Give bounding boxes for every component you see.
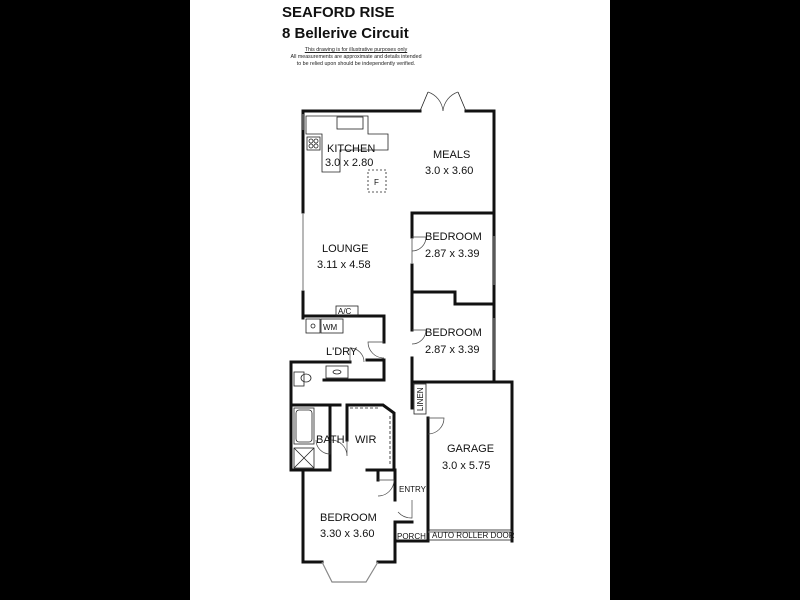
room-label-bedroom-3: BEDROOM	[425, 327, 482, 339]
disclaimer-line-3: to be relied upon should be independentl…	[296, 61, 416, 67]
french-doors	[419, 91, 467, 112]
room-label-laundry: L'DRY	[326, 346, 358, 358]
room-label-lounge: LOUNGE	[322, 243, 368, 255]
linen-cupboard	[413, 383, 427, 415]
roller-door-label: AUTO ROLLER DOOR	[432, 531, 515, 540]
entry-label: ENTRY	[399, 485, 427, 494]
wc-fittings	[293, 365, 349, 387]
linen-label: LINEN	[416, 387, 425, 411]
laundry-fittings	[305, 305, 359, 334]
disclaimer-line-1: This drawing is for illustrative purpose…	[304, 47, 408, 53]
walls	[289, 109, 514, 583]
room-dims-garage: 3.0 x 5.75	[442, 460, 490, 472]
wm-label: WM	[323, 323, 338, 332]
suburb-title: SEAFORD RISE	[282, 4, 395, 21]
room-label-bedroom-2: BEDROOM	[425, 231, 482, 243]
porch-label: PORCH	[397, 532, 426, 541]
disclaimer-line-2: All measurements are approximate and det…	[290, 54, 422, 60]
room-label-master-bedroom: BEDROOM	[320, 512, 377, 524]
wir-rails	[350, 407, 391, 466]
room-label-wir: WIR	[355, 434, 376, 446]
door-swings	[315, 236, 445, 519]
kitchen-fittings	[305, 115, 389, 193]
room-dims-lounge: 3.11 x 4.58	[317, 259, 371, 271]
room-label-meals: MEALS	[433, 149, 470, 161]
disclaimer: This drawing is for illustrative purpose…	[282, 47, 430, 68]
room-dims-bedroom-2: 2.87 x 3.39	[425, 248, 479, 260]
room-label-garage: GARAGE	[447, 443, 494, 455]
room-label-kitchen: KITCHEN	[327, 143, 375, 155]
floor-plan-sheet	[190, 0, 610, 600]
address-title: 8 Bellerive Circuit	[282, 25, 409, 42]
room-label-bath: BATH	[316, 434, 345, 446]
room-dims-master-bedroom: 3.30 x 3.60	[320, 528, 374, 540]
room-dims-meals: 3.0 x 3.60	[425, 165, 473, 177]
room-dims-kitchen: 3.0 x 2.80	[325, 157, 373, 169]
bath-fittings	[293, 407, 315, 469]
room-dims-bedroom-3: 2.87 x 3.39	[425, 344, 479, 356]
fridge-label: F	[374, 178, 379, 187]
ac-label: A/C	[338, 307, 352, 316]
